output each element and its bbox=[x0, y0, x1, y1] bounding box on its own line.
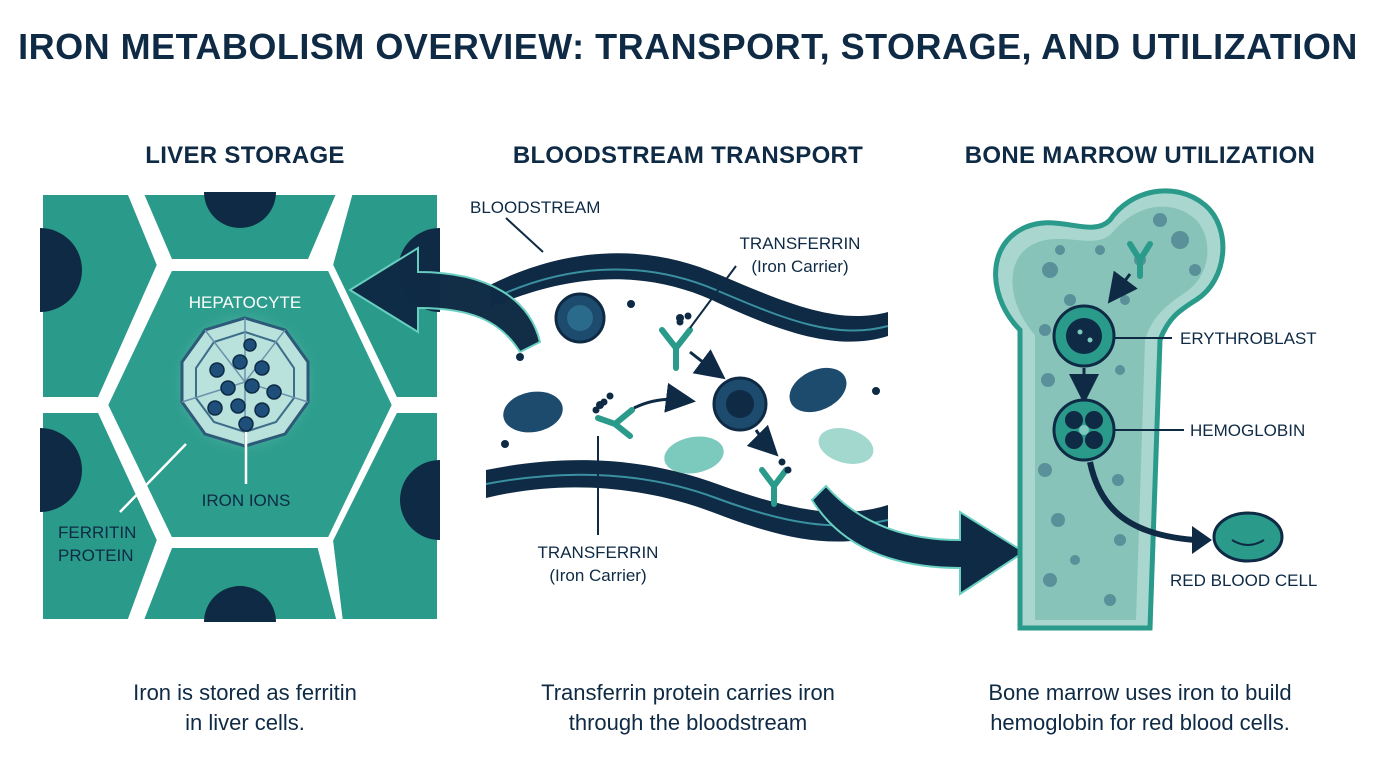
marrow-caption: Bone marrow uses iron to build hemoglobi… bbox=[940, 678, 1340, 738]
hepatocyte-label: HEPATOCYTE bbox=[188, 293, 302, 312]
marrow-caption-line1: Bone marrow uses iron to build bbox=[988, 680, 1292, 705]
transferrin-bottom-label-line2: (Iron Carrier) bbox=[549, 566, 647, 585]
marrow-panel-title: BONE MARROW UTILIZATION bbox=[964, 142, 1316, 169]
ferritin-label: FERRITIN PROTEIN bbox=[58, 521, 136, 567]
transferrin-bottom-label-line1: TRANSFERRIN bbox=[537, 543, 659, 562]
iron-ions-label: IRON IONS bbox=[201, 491, 291, 510]
marrow-caption-line2: hemoglobin for red blood cells. bbox=[990, 710, 1290, 735]
liver-panel-title: LIVER STORAGE bbox=[145, 142, 345, 169]
transferrin-bottom-label: TRANSFERRIN (Iron Carrier) bbox=[518, 541, 678, 587]
bloodstream-leader-line bbox=[505, 217, 544, 253]
liver-caption-line1: Iron is stored as ferritin bbox=[133, 680, 357, 705]
transport-arrow-3 bbox=[746, 424, 779, 457]
blood-caption-line1: Transferrin protein carries iron bbox=[541, 680, 835, 705]
ferritin-label-line2: PROTEIN bbox=[58, 546, 134, 565]
blood-caption: Transferrin protein carries iron through… bbox=[478, 678, 898, 738]
transport-arrow-2 bbox=[633, 382, 696, 413]
iron-particles bbox=[501, 300, 880, 448]
arrow-to-liver bbox=[348, 246, 542, 354]
transport-arrow-1 bbox=[689, 349, 726, 380]
hemoglobin-molecule bbox=[1052, 398, 1116, 462]
hemoglobin-label: HEMOGLOBIN bbox=[1190, 421, 1306, 440]
erythroblast-label: ERYTHROBLAST bbox=[1180, 329, 1317, 348]
red-blood-cell-label: RED BLOOD CELL bbox=[1170, 571, 1318, 590]
erythroblast-cell bbox=[1052, 304, 1116, 368]
liver-caption-line2: in liver cells. bbox=[185, 710, 305, 735]
transferrin-molecules bbox=[595, 327, 789, 507]
transferrin-top-leader-line bbox=[689, 265, 737, 329]
iron-ions bbox=[207, 338, 282, 432]
marrow-spongy-texture bbox=[1038, 213, 1201, 606]
transferrin-top-label: TRANSFERRIN (Iron Carrier) bbox=[720, 232, 880, 278]
ferritin-label-line1: FERRITIN bbox=[58, 523, 137, 542]
arrow-to-rbc-head bbox=[1192, 526, 1212, 554]
blood-caption-line2: through the bloodstream bbox=[568, 710, 808, 735]
arrow-to-bone bbox=[810, 484, 1026, 596]
bone bbox=[993, 188, 1226, 631]
arrow-to-rbc bbox=[1087, 461, 1196, 543]
bone-transferrin-molecule bbox=[1127, 241, 1153, 279]
transferrin-top-label-line1: TRANSFERRIN bbox=[739, 234, 861, 253]
bone-arrow-1 bbox=[1107, 270, 1138, 304]
transferrin-iron-dots bbox=[592, 312, 792, 474]
bloodstream-label: BLOODSTREAM bbox=[470, 198, 601, 217]
blood-cells bbox=[503, 292, 874, 474]
blood-panel-title: BLOODSTREAM TRANSPORT bbox=[512, 142, 864, 169]
liver-caption: Iron is stored as ferritin in liver cell… bbox=[60, 678, 430, 738]
transferrin-top-label-line2: (Iron Carrier) bbox=[751, 257, 849, 276]
red-blood-cell bbox=[1212, 511, 1284, 563]
page-title: IRON METABOLISM OVERVIEW: TRANSPORT, STO… bbox=[18, 26, 1358, 67]
ferritin-leader-line bbox=[119, 443, 187, 513]
